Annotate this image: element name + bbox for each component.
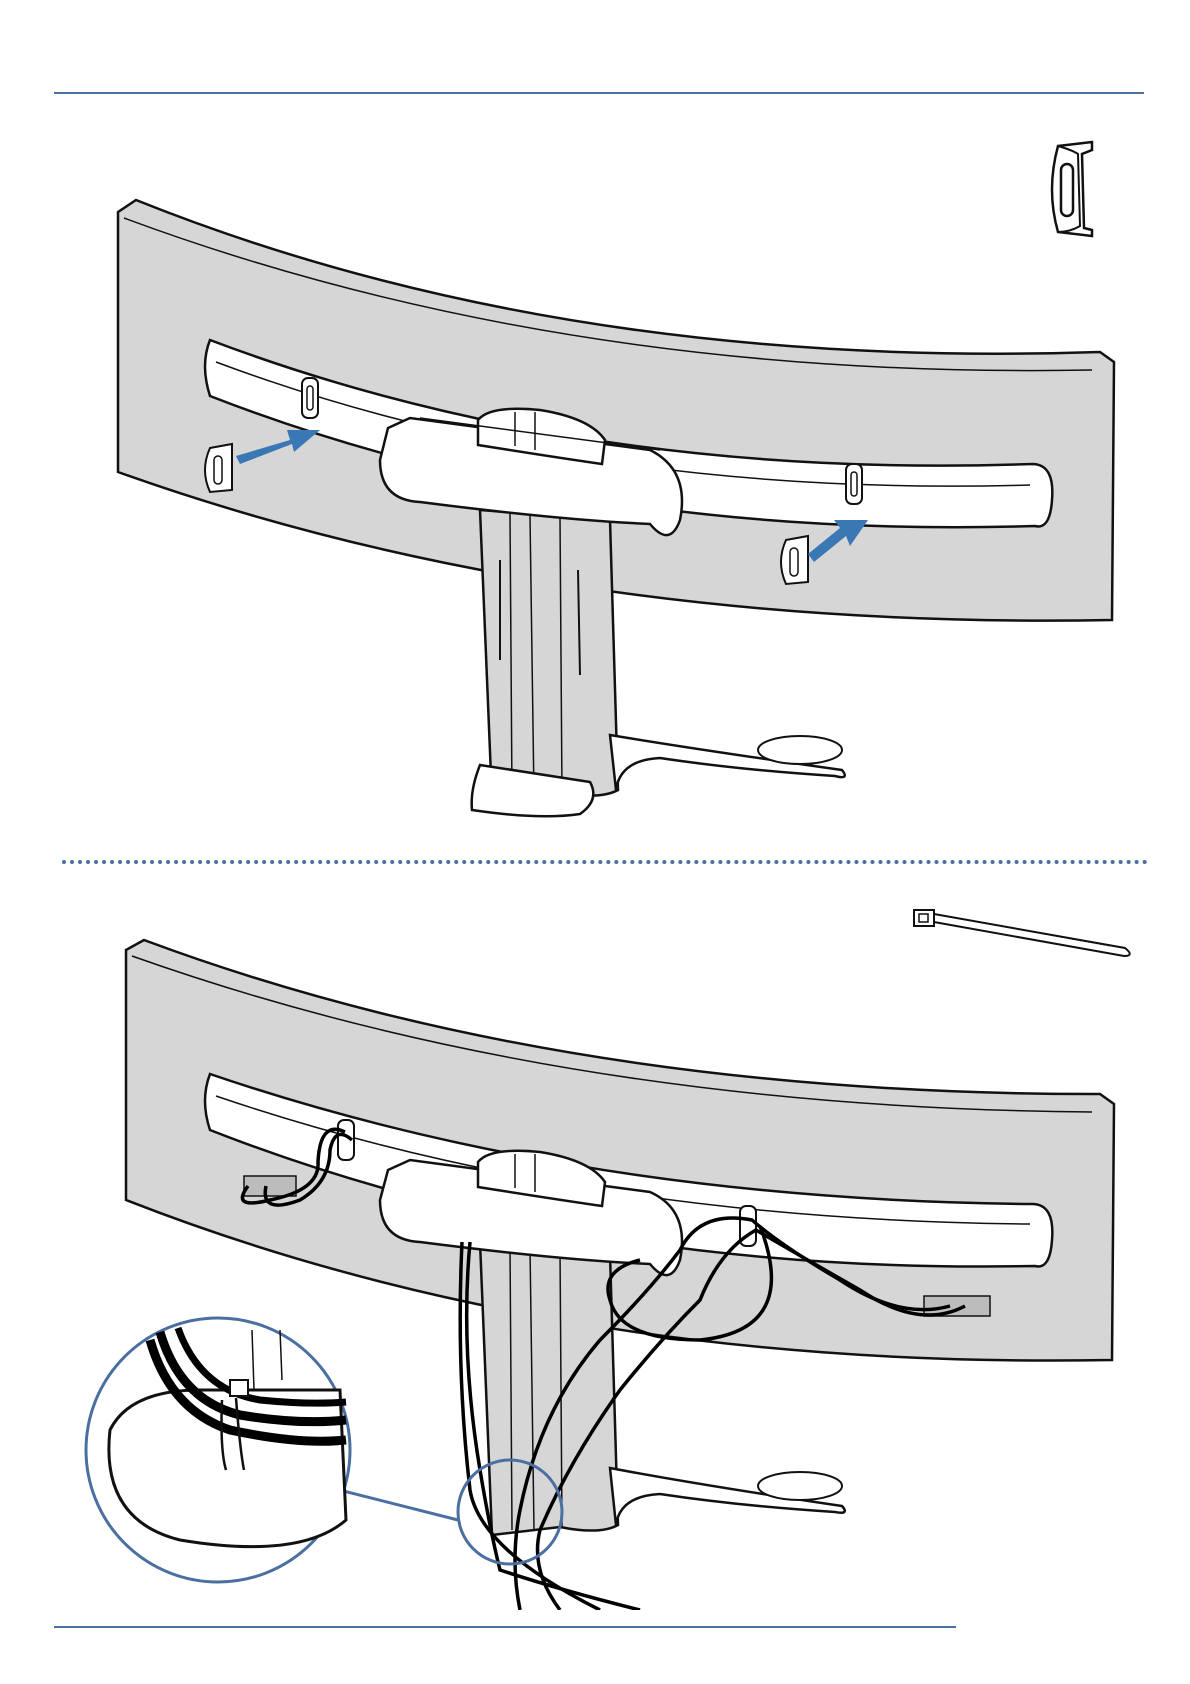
stand-base [610,1468,845,1525]
rail-clip-right [846,464,862,504]
loose-clip-right [781,536,808,584]
cable-tie-detail-magnified [86,1318,350,1582]
rail-clip-left [302,378,318,418]
top-divider-line [54,92,1144,94]
port-panel-right [924,1296,990,1316]
step-1-illustration [0,100,1190,840]
step-separator-dotted-line [62,860,1148,864]
stand-column [480,1242,618,1535]
step-2-illustration [0,870,1190,1610]
port-panel-left [244,1176,296,1196]
stand-column [480,510,618,800]
bottom-divider-line [54,1626,956,1628]
loose-clip-left [205,444,232,492]
